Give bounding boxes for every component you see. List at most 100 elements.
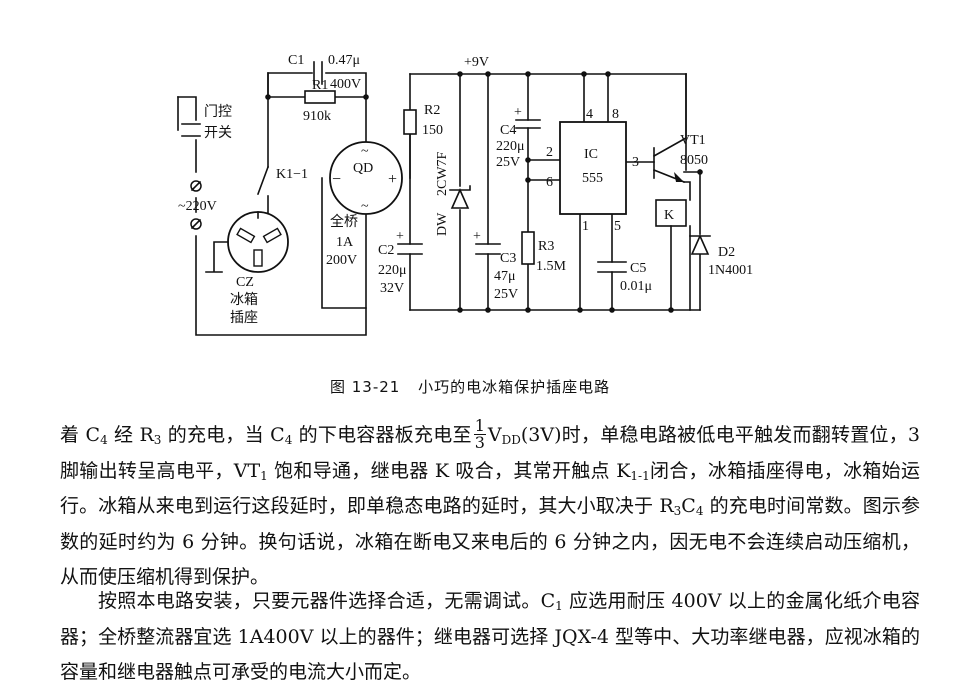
label-c3-value: 47μ: [494, 269, 516, 284]
text-run: 着: [60, 424, 86, 446]
label-ic: IC: [584, 147, 598, 162]
label-pin1: 1: [582, 219, 589, 234]
label-c5: C5: [630, 261, 646, 276]
svg-text:+: +: [514, 105, 522, 120]
label-c4-value: 220μ: [496, 139, 525, 154]
subscript: 1-1: [630, 468, 650, 483]
label-c4-volt: 25V: [496, 155, 520, 170]
text-run: 经 R: [107, 424, 154, 446]
label-r1: R1: [312, 78, 328, 93]
r3-resistor: [521, 231, 535, 265]
subscript: 3: [153, 433, 162, 447]
svg-text:~: ~: [361, 144, 369, 159]
label-ic-type: 555: [582, 171, 603, 186]
cz-socket: [205, 211, 289, 273]
label-door-switch-2: 开关: [204, 125, 232, 141]
label-bridge-3: 200V: [326, 253, 357, 268]
c2-capacitor: +: [396, 229, 423, 255]
svg-text:−: −: [332, 171, 341, 188]
svg-text:+: +: [396, 229, 404, 244]
subscript: DD: [501, 433, 521, 447]
figure-number: 图 13-21: [330, 378, 401, 396]
text-run: C: [85, 424, 101, 446]
figure-caption: 图 13-21 小巧的电冰箱保护插座电路: [330, 376, 622, 397]
label-r2-value: 150: [422, 123, 443, 138]
c5-capacitor: [597, 261, 627, 273]
circuit-diagram: − + ~ ~ + + +: [177, 53, 753, 336]
junctions: [265, 71, 703, 313]
diagram-labels: C1 0.47μ 400V R1 910k 门控 开关 K1−1 ~220V C…: [178, 53, 753, 326]
r2-resistor: [403, 109, 417, 135]
c1-capacitor: [313, 61, 323, 85]
label-r3: R3: [538, 239, 554, 254]
label-pin2: 2: [546, 145, 553, 160]
label-cz: CZ: [236, 275, 254, 290]
label-vplus: +9V: [464, 55, 489, 70]
label-c1: C1: [288, 53, 304, 68]
label-cz-socket: 插座: [230, 310, 258, 326]
label-door-switch-1: 门控: [204, 104, 232, 120]
svg-text:+: +: [473, 229, 481, 244]
svg-text:~: ~: [361, 199, 369, 214]
vt1-transistor: [652, 73, 687, 184]
label-d2: D2: [718, 245, 735, 260]
c4-capacitor: +: [514, 105, 541, 129]
relay-k: [655, 199, 687, 227]
text-run: (3V)时，单稳电路被低电平触发而翻转置位，3 脚输出转呈高电平，VT: [60, 424, 921, 482]
subscript: 1: [555, 599, 563, 613]
label-pin6: 6: [546, 175, 553, 190]
label-r1-value: 910k: [303, 109, 331, 124]
label-pin5: 5: [614, 219, 621, 234]
label-c1-volt: 400V: [330, 77, 361, 92]
label-bridge-2: 1A: [336, 235, 354, 250]
body-paragraph-2: 按照本电路安装，只要元器件选择合适，无需调试。C1 应选用耐压 400V 以上的…: [60, 584, 920, 691]
text-run: 的充电，当 C: [161, 424, 285, 446]
label-c5-value: 0.01μ: [620, 279, 652, 294]
label-r2: R2: [424, 103, 440, 118]
label-d2-type: 1N4001: [708, 263, 753, 278]
label-vt1: VT1: [680, 133, 706, 148]
label-c4: C4: [500, 123, 516, 138]
label-c2: C2: [378, 243, 394, 258]
label-vt1-type: 8050: [680, 153, 708, 168]
text-run: 应选用耐压 400V 以上的金属化纸介电容器；全桥整流器宜选 1A400V 以上…: [60, 590, 920, 683]
d2-diode: [689, 234, 711, 255]
qd-bridge: − + ~ ~: [329, 141, 403, 215]
label-bridge-1: 全桥: [330, 213, 358, 230]
dw-zener: [449, 185, 471, 209]
label-c3: C3: [500, 251, 516, 266]
text-run: 的充电时间常数。图示参数的延时约为 6 分钟。换句话说，冰箱在断电又来电后的 6…: [60, 495, 920, 588]
mains-terminals: [190, 180, 202, 230]
text-run: 闭合，冰箱插座得电，冰箱始运行。冰箱从来电到运行这段延时，即单稳态电路的延时，其…: [60, 459, 920, 518]
label-qd: QD: [353, 161, 373, 176]
subscript: 3: [673, 504, 682, 518]
subscript: 1: [260, 468, 268, 483]
ic-555: [559, 121, 627, 215]
label-c3-volt: 25V: [494, 287, 518, 302]
label-mains: ~220V: [178, 199, 217, 214]
label-c1-value: 0.47μ: [328, 53, 360, 68]
label-pin4: 4: [586, 107, 593, 122]
text-run: 按照本电路安装，只要元器件选择合适，无需调试。C: [98, 590, 556, 612]
label-r3-value: 1.5M: [536, 259, 567, 274]
fraction-numerator: 1: [473, 415, 486, 435]
label-pin8: 8: [612, 107, 619, 122]
figure-title: 小巧的电冰箱保护插座电路: [418, 378, 611, 396]
text-run: V: [487, 424, 502, 446]
text-run: 饱和导通，继电器 K 吸合，其常开触点 K: [267, 459, 631, 482]
label-c2-value: 220μ: [378, 263, 407, 278]
label-pin3: 3: [632, 155, 639, 170]
label-dw-type: 2CW7F: [435, 151, 450, 196]
text-run: C: [681, 495, 696, 517]
r1-resistor: [304, 90, 336, 104]
label-k11: K1−1: [276, 167, 308, 182]
subscript: 4: [100, 433, 108, 447]
label-c2-volt: 32V: [380, 281, 404, 296]
label-k: K: [664, 208, 674, 223]
label-cz-fridge: 冰箱: [230, 292, 258, 308]
svg-text:+: +: [388, 171, 397, 188]
subscript: 4: [695, 504, 704, 518]
text-run: 的下电容器板充电至: [292, 424, 472, 446]
